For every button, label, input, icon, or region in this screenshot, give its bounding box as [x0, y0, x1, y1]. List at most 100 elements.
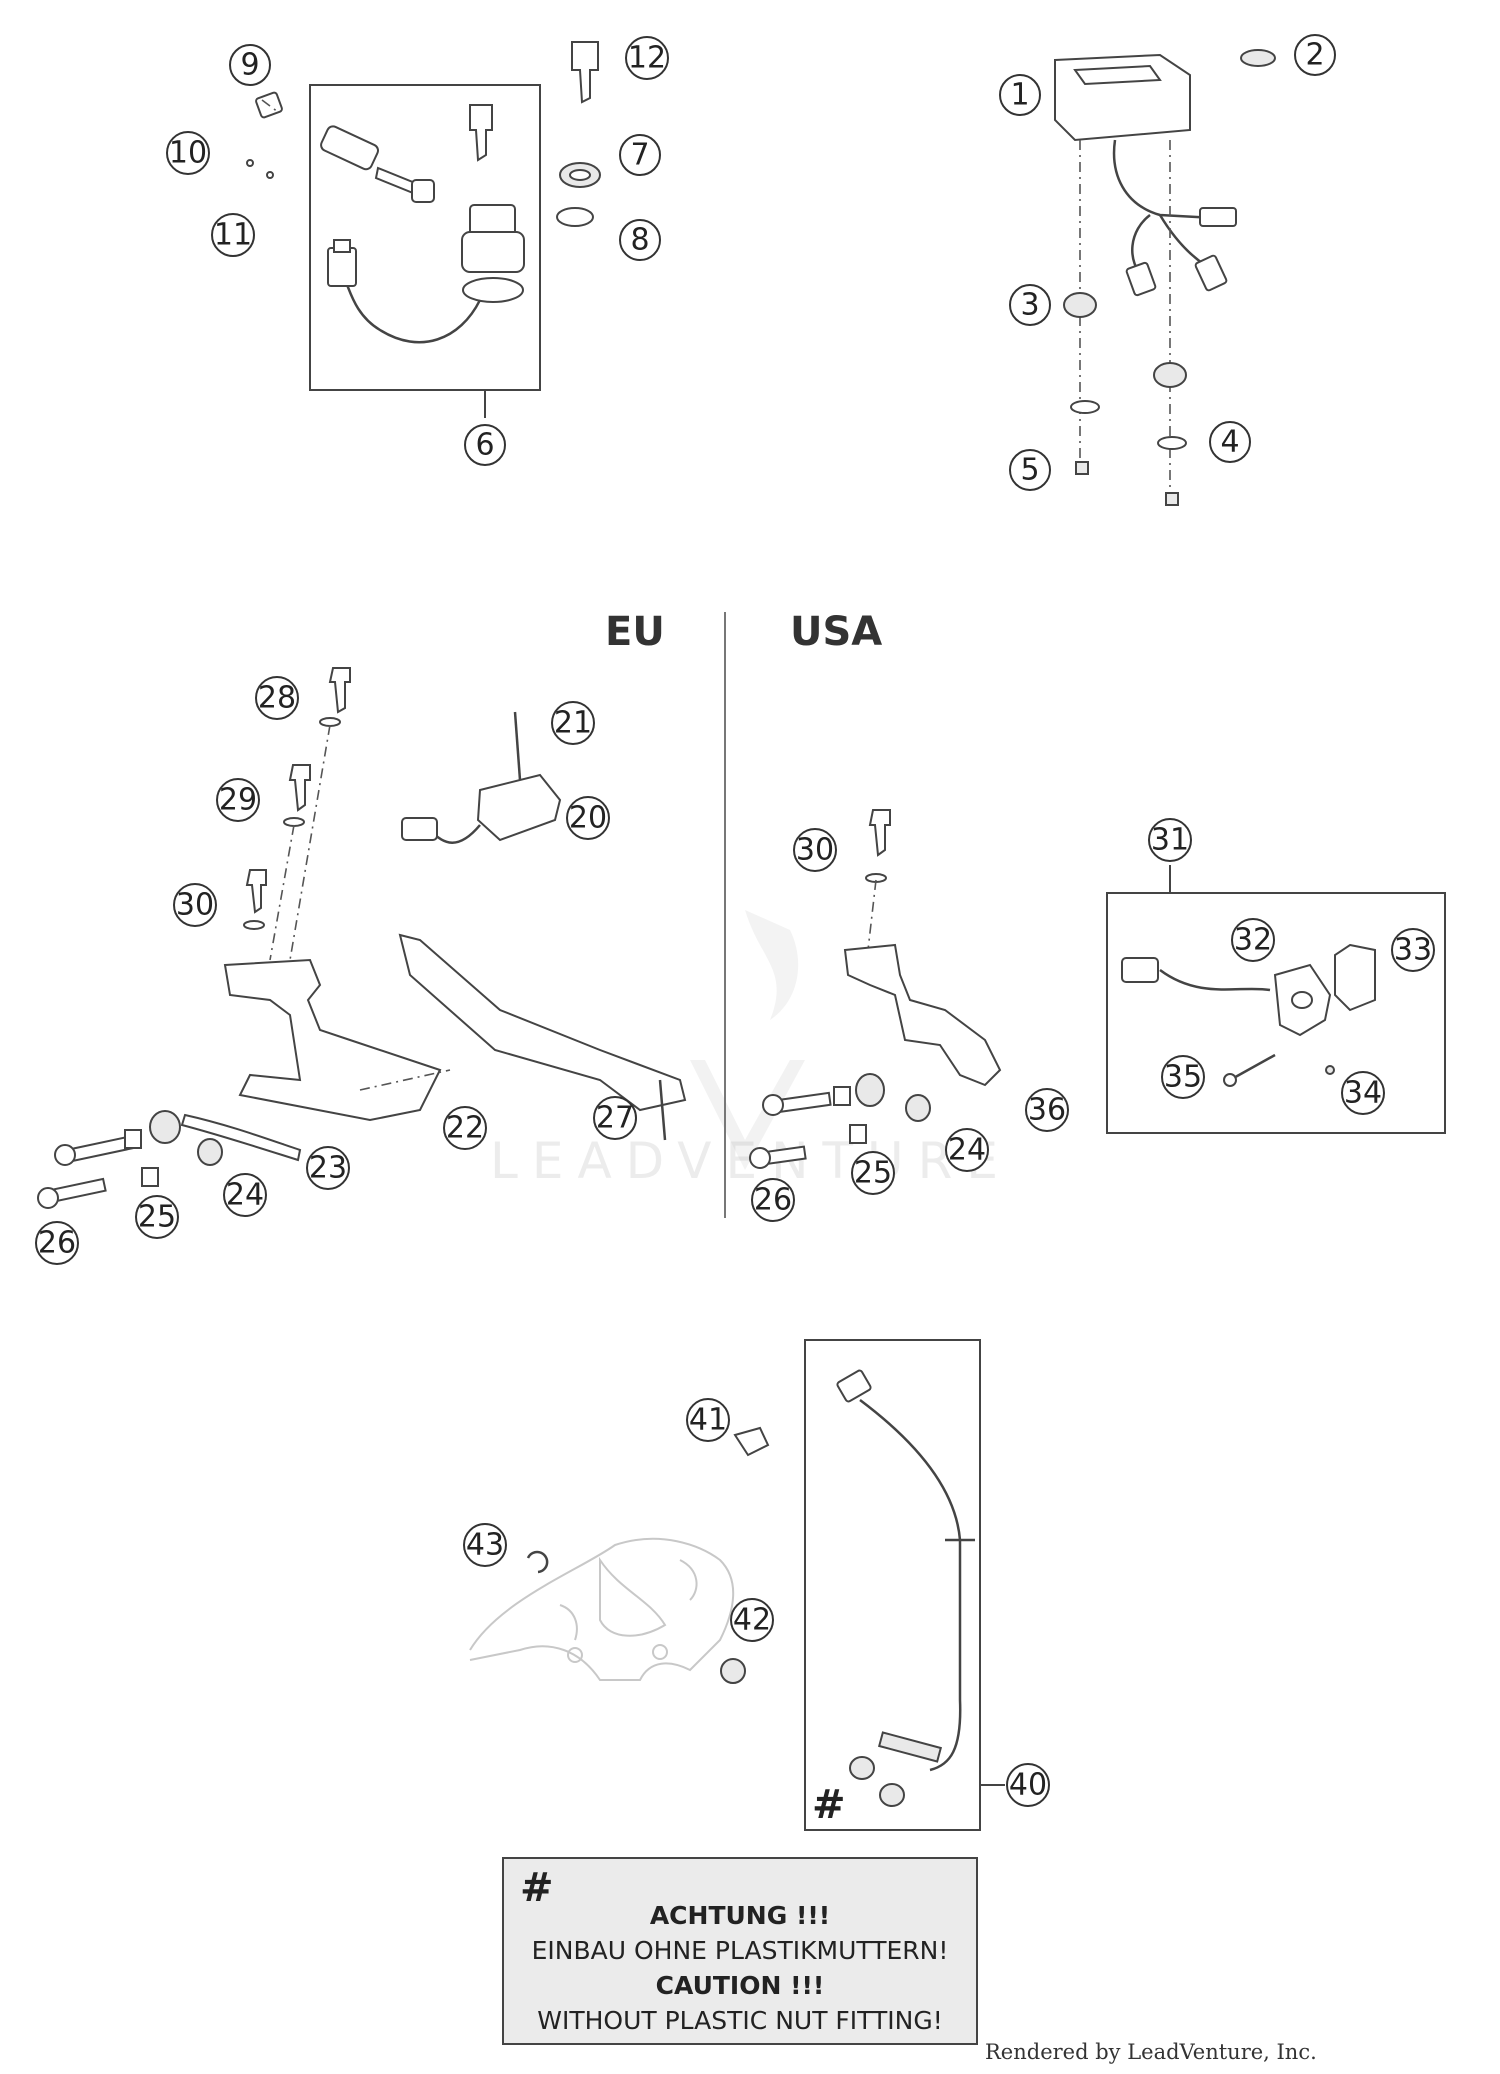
callout-1[interactable]: 1 [999, 74, 1041, 116]
part-43-ring [526, 1550, 549, 1574]
caution-line-4: WITHOUT PLASTIC NUT FITTING! [537, 2006, 943, 2035]
svg-text:1: 1 [1010, 78, 1029, 113]
eu-switch-holder [180, 667, 687, 1162]
caution-line-3: CAUTION !!! [655, 1971, 825, 2000]
svg-text:8: 8 [630, 223, 649, 258]
part-12-key [571, 41, 599, 104]
svg-text:7: 7 [630, 138, 649, 173]
caution-hash: # [520, 1865, 554, 1911]
svg-text:2: 2 [1305, 38, 1324, 73]
svg-text:24: 24 [226, 1178, 264, 1213]
callout-26-eu[interactable]: 26 [35, 1221, 79, 1265]
callout-3[interactable]: 3 [1009, 284, 1051, 326]
svg-text:5: 5 [1020, 453, 1039, 488]
svg-text:29: 29 [219, 783, 257, 818]
part-31-switch-group [1106, 865, 1446, 1134]
callout-27[interactable]: 27 [593, 1096, 637, 1140]
svg-text:32: 32 [1234, 923, 1272, 958]
callout-21[interactable]: 21 [551, 701, 595, 745]
part-42-grommet [720, 1658, 746, 1684]
svg-text:40: 40 [1009, 1768, 1047, 1803]
callout-25-eu[interactable]: 25 [135, 1195, 179, 1239]
svg-text:35: 35 [1164, 1060, 1202, 1095]
part-5-nut [1075, 461, 1179, 506]
part-8-washer [556, 207, 594, 227]
part-4-washer [1070, 400, 1187, 450]
callout-25-usa[interactable]: 25 [851, 1151, 895, 1195]
svg-text:34: 34 [1344, 1076, 1382, 1111]
svg-text:42: 42 [733, 1603, 771, 1638]
callout-42[interactable]: 42 [730, 1598, 774, 1642]
callout-30-eu[interactable]: 30 [173, 883, 217, 927]
callout-5[interactable]: 5 [1009, 449, 1051, 491]
callout-11[interactable]: 11 [211, 213, 255, 257]
callout-24-eu[interactable]: 24 [223, 1173, 267, 1217]
callout-41[interactable]: 41 [686, 1398, 730, 1442]
caution-note: # ACHTUNG !!! EINBAU OHNE PLASTIKMUTTERN… [502, 1857, 978, 2045]
callout-8[interactable]: 8 [619, 219, 661, 261]
svg-text:12: 12 [628, 41, 666, 76]
svg-text:25: 25 [854, 1156, 892, 1191]
watermark: LEADVENTURE [490, 1132, 1012, 1190]
callout-4[interactable]: 4 [1209, 421, 1251, 463]
svg-text:21: 21 [554, 706, 592, 741]
callout-31[interactable]: 31 [1148, 818, 1192, 862]
part-21-screw [513, 711, 522, 781]
rendered-by-credit: Rendered by LeadVenture, Inc. [985, 2040, 1317, 2064]
part-2-cap [1240, 49, 1276, 67]
svg-text:6: 6 [475, 428, 494, 463]
svg-text:20: 20 [569, 801, 607, 836]
svg-text:24: 24 [948, 1133, 986, 1168]
usa-switch-holder [749, 809, 1002, 1169]
callout-24-usa[interactable]: 24 [945, 1128, 989, 1172]
switch-group-frame [1106, 892, 1446, 1134]
speed-sensor-frame [804, 1339, 981, 1831]
svg-text:23: 23 [309, 1151, 347, 1186]
eu-bolts [37, 1110, 223, 1209]
part-3-rubber [1063, 292, 1187, 388]
callout-12[interactable]: 12 [625, 36, 669, 80]
part-11 [266, 171, 274, 179]
part-9-spring [255, 91, 283, 119]
callout-29[interactable]: 29 [216, 778, 260, 822]
hash-mark: # [812, 1782, 846, 1828]
svg-text:43: 43 [466, 1528, 504, 1563]
part-41-clip [733, 1426, 770, 1457]
callout-10[interactable]: 10 [166, 131, 210, 175]
svg-text:3: 3 [1020, 288, 1039, 323]
callout-40[interactable]: 40 [1006, 1763, 1050, 1807]
callout-22[interactable]: 22 [443, 1106, 487, 1150]
callout-7[interactable]: 7 [619, 134, 661, 176]
callout-23[interactable]: 23 [306, 1146, 350, 1190]
callout-26-usa[interactable]: 26 [751, 1178, 795, 1222]
svg-text:4: 4 [1220, 425, 1239, 460]
callout-20[interactable]: 20 [566, 796, 610, 840]
watermark-logo [690, 910, 805, 1170]
callout-32[interactable]: 32 [1231, 918, 1275, 962]
svg-text:28: 28 [258, 681, 296, 716]
callout-35[interactable]: 35 [1161, 1055, 1205, 1099]
part-20-switch [401, 773, 562, 844]
callout-9[interactable]: 9 [229, 44, 271, 86]
callout-34[interactable]: 34 [1341, 1071, 1385, 1115]
engine-case-outline [469, 1537, 735, 1681]
callout-36[interactable]: 36 [1025, 1088, 1069, 1132]
svg-text:41: 41 [689, 1403, 727, 1438]
callout-6[interactable]: 6 [464, 424, 506, 466]
callout-43[interactable]: 43 [463, 1523, 507, 1567]
svg-text:31: 31 [1151, 823, 1189, 858]
callout-30-usa[interactable]: 30 [793, 828, 837, 872]
callout-2[interactable]: 2 [1294, 34, 1336, 76]
part-10 [246, 159, 254, 167]
speed-sensor-group [804, 1339, 1005, 1831]
svg-text:30: 30 [796, 833, 834, 868]
callout-33[interactable]: 33 [1391, 928, 1435, 972]
ignition-lock-group [309, 84, 541, 418]
callout-28[interactable]: 28 [255, 676, 299, 720]
svg-text:36: 36 [1028, 1093, 1066, 1128]
region-label-eu: EU [605, 609, 665, 655]
svg-text:10: 10 [169, 136, 207, 171]
part-7-ring [559, 162, 601, 188]
svg-text:27: 27 [596, 1101, 634, 1136]
